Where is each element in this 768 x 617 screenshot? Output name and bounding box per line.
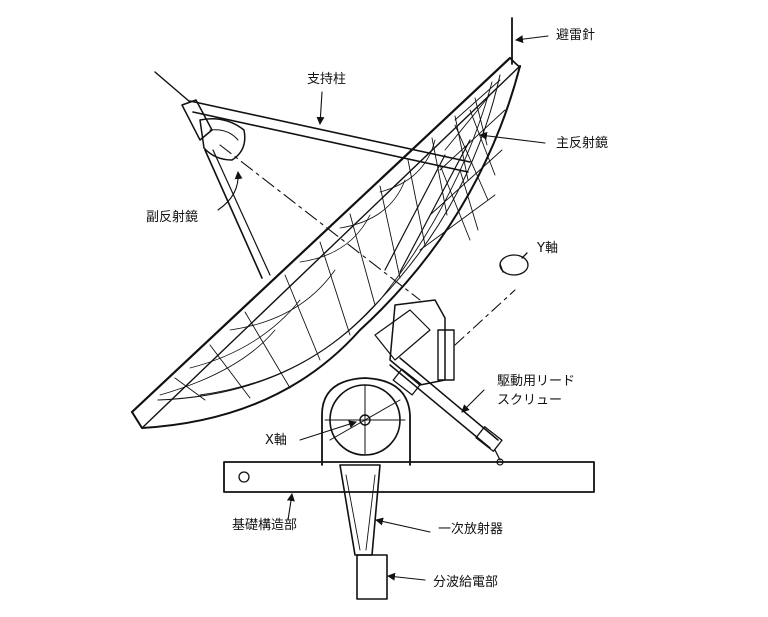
sub-reflector	[154, 71, 246, 161]
elevation-mount	[374, 299, 455, 386]
leader-sub-reflector	[217, 171, 243, 211]
leader-main-reflector	[479, 131, 546, 144]
label-primary-radiator: 一次放射器	[438, 522, 504, 537]
y-axis-rotation-symbol	[499, 252, 529, 276]
drive-lead-screw	[389, 357, 504, 466]
support-strut	[189, 100, 471, 279]
main-reflector	[130, 56, 522, 429]
label-feed-section: 分波給電部	[433, 575, 499, 590]
label-main-reflector: 主反射鏡	[556, 136, 609, 151]
leader-support-strut	[316, 91, 325, 125]
x-axis-bearing	[321, 377, 411, 466]
label-drive-screw-line2: スクリュー	[497, 393, 563, 408]
label-support-strut: 支持柱	[307, 72, 347, 87]
label-drive-screw: 駆動用リード スクリュー	[497, 372, 575, 410]
feed-section-box	[356, 554, 388, 600]
leader-base-structure	[286, 493, 295, 521]
leader-lightning-rod	[515, 35, 549, 44]
label-sub-reflector: 副反射鏡	[146, 210, 199, 225]
label-drive-screw-line1: 駆動用リード	[497, 374, 576, 389]
leader-drive-screw	[461, 389, 485, 413]
primary-radiator-horn	[339, 464, 381, 556]
leader-primary-radiator	[375, 517, 431, 533]
base-structure-beam	[223, 461, 595, 493]
leader-x-axis	[299, 420, 357, 441]
label-y-axis: Y軸	[537, 241, 558, 256]
label-base-structure: 基礎構造部	[232, 518, 298, 533]
label-lightning-rod: 避雷針	[556, 28, 596, 43]
label-x-axis: X軸	[265, 433, 287, 448]
leader-feed-section	[387, 572, 426, 581]
